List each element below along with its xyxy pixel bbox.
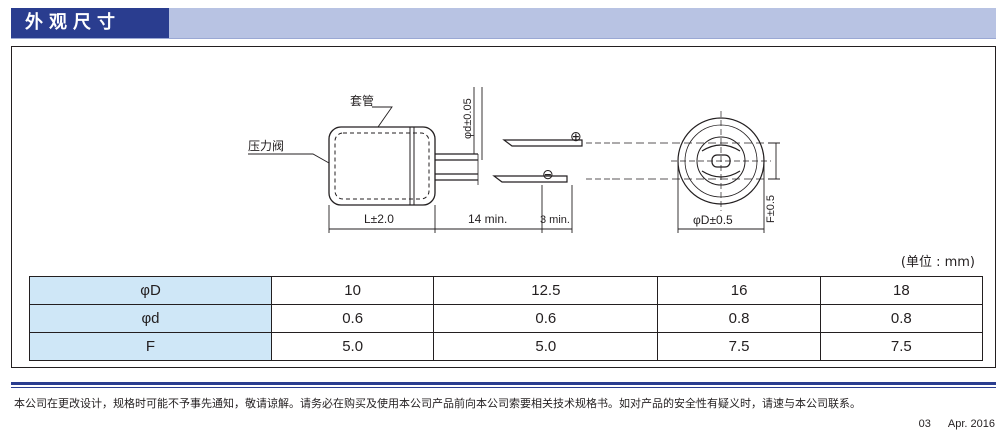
sleeve-label: 套管: [350, 93, 374, 108]
length-label: L±2.0: [364, 212, 394, 226]
section-title: 外观尺寸: [11, 8, 169, 38]
pitch-label: F±0.5: [765, 195, 777, 223]
table-cell: 5.0: [270, 332, 435, 361]
table-cell: 18: [819, 276, 984, 305]
disclaimer-text: 本公司在更改设计，规格时可能不予事先通知，敬请谅解。请务必在购买及使用本公司产品…: [14, 397, 861, 410]
end-view: [671, 111, 771, 211]
dimensions-table: φD 10 12.5 16 18 φd 0.6 0.6 0.8 0.8 F 5.…: [29, 276, 984, 361]
row-header: φD: [29, 276, 272, 305]
page-footer: 03 Apr. 2016: [905, 418, 995, 430]
capacitor-dimension-drawing: φd±0.05 套管 压力阀 L±2.0 14 min. 3 min. ⊕ ⊖: [248, 87, 780, 233]
end-min-label: 3 min.: [540, 214, 570, 226]
capacitor-body: [328, 126, 436, 206]
row-header: φd: [29, 304, 272, 333]
row-header: F: [29, 332, 272, 361]
dimension-frame: φd±0.05 套管 压力阀 L±2.0 14 min. 3 min. ⊕ ⊖: [11, 46, 996, 368]
section-header-bar: 外观尺寸: [11, 8, 996, 39]
lead-dia-label: φd±0.05: [462, 98, 474, 139]
plus-mark: ⊕: [570, 128, 582, 144]
table-cell: 0.6: [270, 304, 435, 333]
lead-dia-dimension: [473, 87, 483, 160]
table-cell: 5.0: [433, 332, 659, 361]
table-cell: 0.6: [433, 304, 659, 333]
body-dia-label: φD±0.5: [693, 213, 733, 227]
publication-date: Apr. 2016: [947, 418, 995, 430]
lead-min-label: 14 min.: [468, 212, 507, 226]
body-dia-dimension: [677, 142, 780, 233]
length-dimensions: [328, 185, 573, 233]
table-cell: 7.5: [657, 332, 821, 361]
minus-mark: ⊖: [542, 166, 554, 182]
table-cell: 10: [270, 276, 435, 305]
table-cell: 12.5: [433, 276, 659, 305]
unit-note: (单位 : mm): [900, 255, 975, 270]
table-row: φD 10 12.5 16 18: [29, 276, 984, 305]
table-cell: 0.8: [819, 304, 984, 333]
table-cell: 0.8: [657, 304, 821, 333]
table-row: φd 0.6 0.6 0.8 0.8: [29, 304, 984, 333]
capacitor-leads: [435, 139, 768, 185]
footer-rule: [11, 382, 996, 385]
page-number: 03: [918, 418, 931, 430]
footer-rule-thin: [11, 387, 996, 388]
pressure-valve-label: 压力阀: [248, 139, 284, 153]
table-row: F 5.0 5.0 7.5 7.5: [29, 332, 984, 361]
table-cell: 7.5: [819, 332, 984, 361]
table-cell: 16: [657, 276, 821, 305]
